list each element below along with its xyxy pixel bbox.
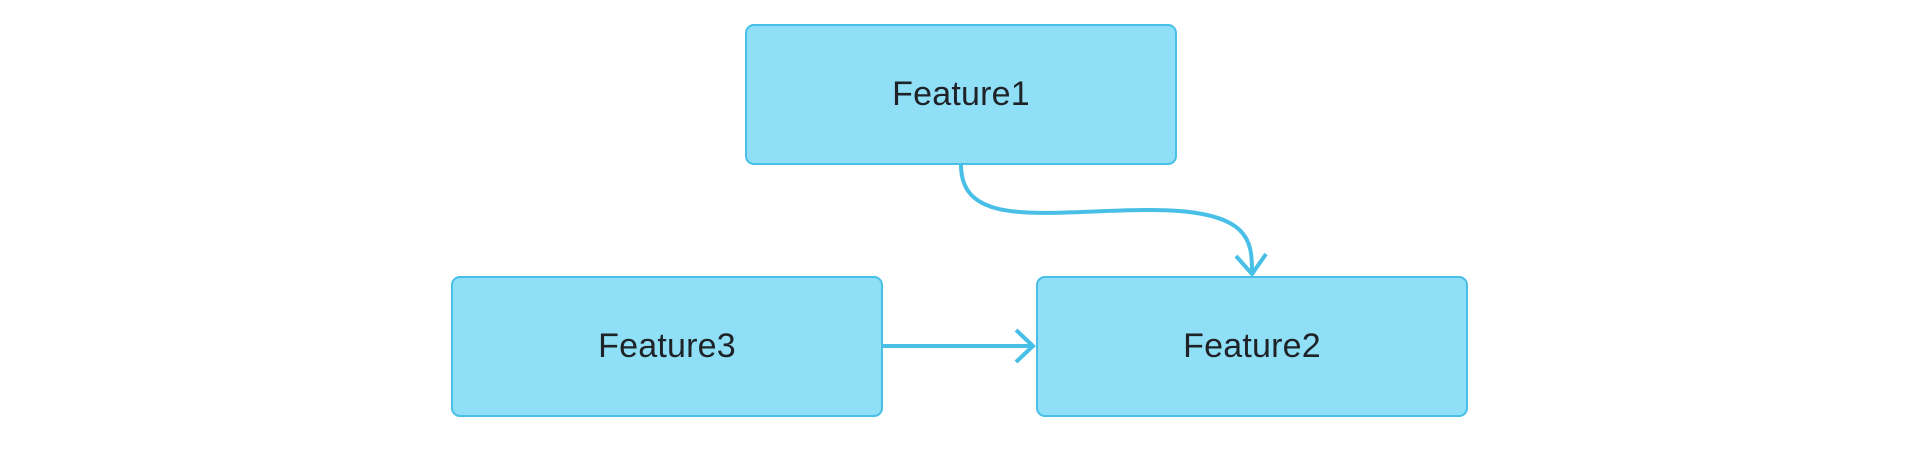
- arrowhead-feature3-to-feature2: [1014, 328, 1036, 364]
- node-feature3[interactable]: Feature3: [451, 276, 883, 417]
- node-feature2-label: Feature2: [1183, 327, 1321, 365]
- edge-feature1-to-feature2: [959, 164, 1254, 273]
- node-feature3-label: Feature3: [598, 327, 736, 365]
- node-feature2[interactable]: Feature2: [1036, 276, 1468, 417]
- node-feature1-label: Feature1: [892, 75, 1030, 113]
- arrowhead-feature1-to-feature2: [1234, 252, 1268, 278]
- node-feature1[interactable]: Feature1: [745, 24, 1177, 165]
